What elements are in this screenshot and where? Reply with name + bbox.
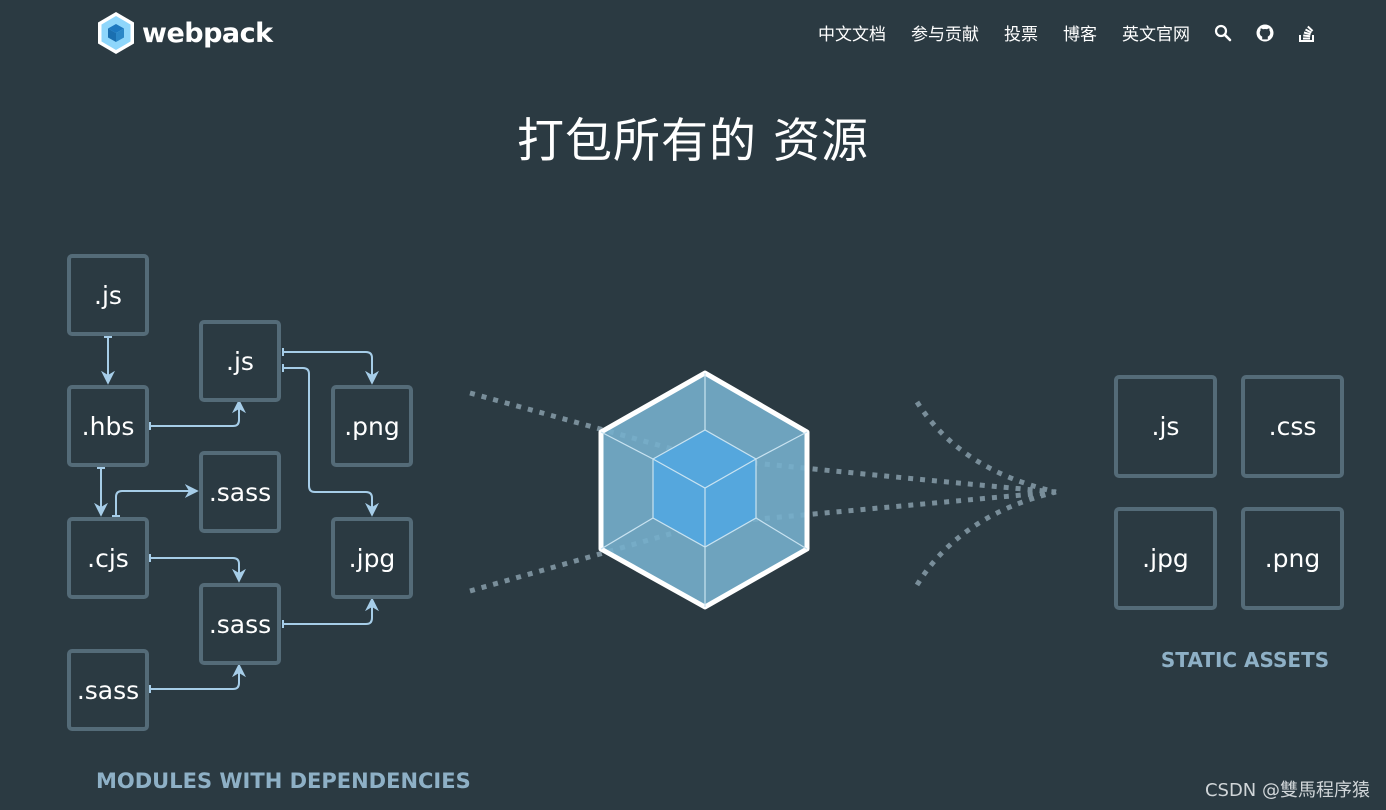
nav-item-blog[interactable]: 博客 xyxy=(1063,25,1097,45)
asset-label: .png xyxy=(1265,544,1321,573)
site-header: webpack 中文文档 参与贡献 投票 博客 英文官网 xyxy=(0,0,1386,68)
main-nav: 中文文档 参与贡献 投票 博客 英文官网 xyxy=(793,20,1316,45)
github-icon[interactable] xyxy=(1256,24,1274,42)
nav-item-english-site[interactable]: 英文官网 xyxy=(1122,25,1190,45)
asset-js: .js xyxy=(1114,375,1217,478)
module-js-2: .js xyxy=(199,320,281,402)
dependency-arrow xyxy=(150,557,246,583)
webpack-logo-icon xyxy=(98,12,134,54)
webpack-cube-icon xyxy=(598,370,810,610)
module-label: .hbs xyxy=(82,412,135,441)
assets-caption: STATIC ASSETS xyxy=(1161,648,1329,672)
module-sass-1: .sass xyxy=(199,451,281,533)
watermark: CSDN @雙馬程序猿 xyxy=(1204,780,1370,801)
asset-label: .css xyxy=(1269,412,1317,441)
module-label: .sass xyxy=(209,478,271,507)
module-sass-2: .sass xyxy=(199,583,281,665)
asset-css: .css xyxy=(1241,375,1344,478)
dependency-arrow xyxy=(283,351,379,385)
module-png: .png xyxy=(331,385,413,467)
search-icon[interactable] xyxy=(1214,24,1232,42)
module-label: .js xyxy=(94,281,122,310)
module-label: .sass xyxy=(209,610,271,639)
dependency-arrow xyxy=(115,484,199,516)
module-cjs: .cjs xyxy=(67,517,149,599)
nav-item-vote[interactable]: 投票 xyxy=(1004,25,1038,45)
dependency-arrow xyxy=(283,597,379,625)
asset-png: .png xyxy=(1241,507,1344,610)
module-jpg: .jpg xyxy=(331,517,413,599)
stackoverflow-icon[interactable] xyxy=(1298,23,1316,43)
logo-text: webpack xyxy=(142,17,273,49)
module-label: .cjs xyxy=(87,544,129,573)
page-headline: 打包所有的 资源 xyxy=(517,114,869,169)
dependency-arrow xyxy=(283,367,379,517)
module-label: .sass xyxy=(77,676,139,705)
module-label: .png xyxy=(344,412,400,441)
module-js-1: .js xyxy=(67,254,149,336)
dependency-arrow xyxy=(150,399,246,427)
dependency-links xyxy=(94,336,379,693)
module-hbs: .hbs xyxy=(67,385,149,467)
asset-jpg: .jpg xyxy=(1114,507,1217,610)
asset-label: .jpg xyxy=(1142,544,1189,573)
nav-item-contribute[interactable]: 参与贡献 xyxy=(911,25,979,45)
modules-caption: MODULES WITH DEPENDENCIES xyxy=(96,769,471,793)
webpack-logo[interactable]: webpack xyxy=(96,11,273,55)
module-label: .jpg xyxy=(349,544,396,573)
nav-item-docs[interactable]: 中文文档 xyxy=(818,25,886,45)
module-label: .js xyxy=(226,347,254,376)
asset-label: .js xyxy=(1152,412,1180,441)
dependency-arrow xyxy=(150,663,246,690)
module-sass-3: .sass xyxy=(67,649,149,731)
